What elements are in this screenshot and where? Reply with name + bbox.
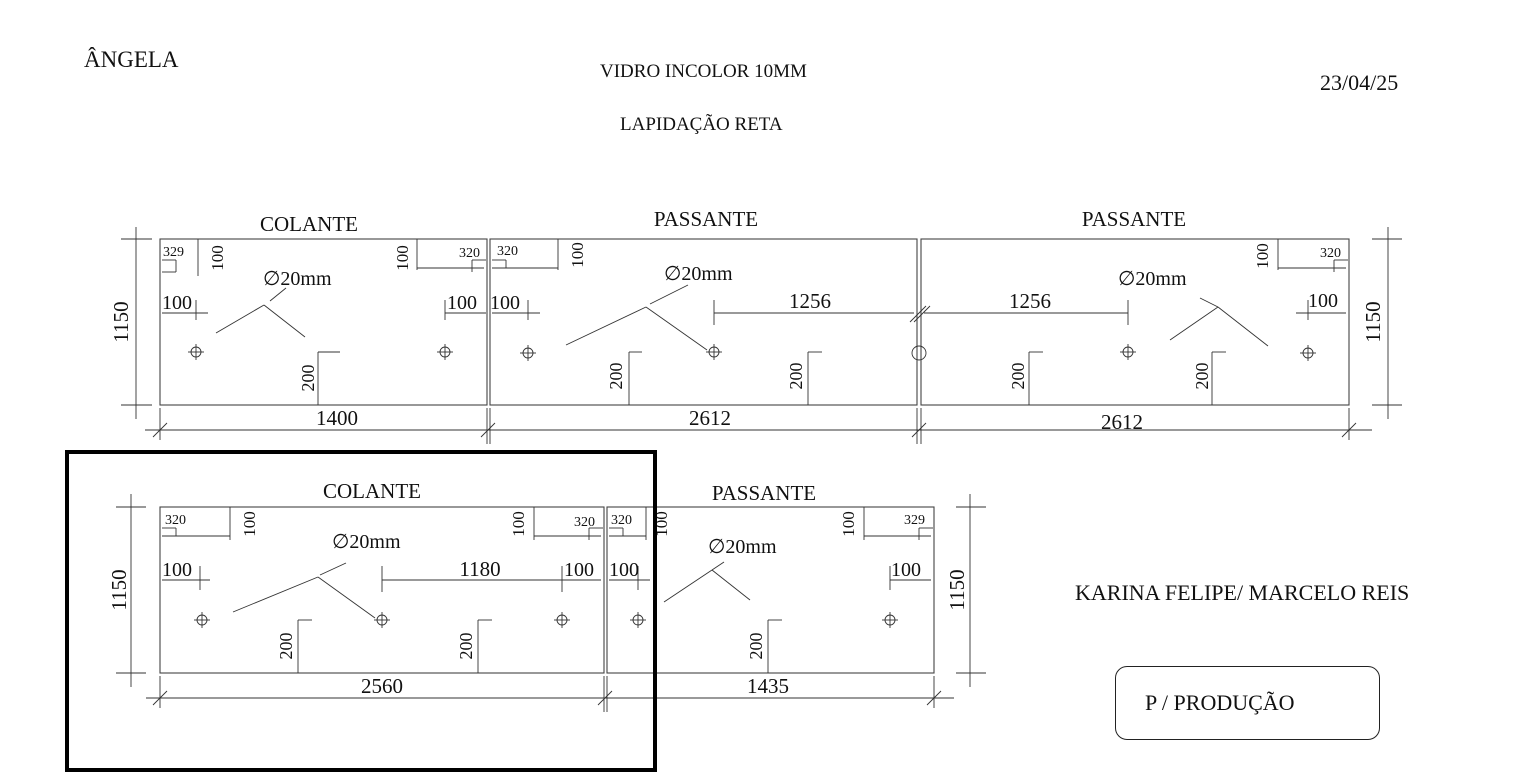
panel-5-height: 1150 [945, 569, 969, 610]
material-spec: VIDRO INCOLOR 10MM [600, 61, 807, 82]
panel-1-hole-v: 200 [298, 365, 318, 392]
panel-4-hole-diameter: ∅20mm [332, 531, 401, 553]
panel-2-edge-left: 100 [490, 292, 520, 314]
panel-5-corner-right: 329 [904, 513, 925, 528]
finish-spec: LAPIDAÇÃO RETA [620, 114, 783, 135]
panel-4-outline [159, 506, 605, 674]
panel-2-outline [489, 238, 918, 406]
panel-2-width: 2612 [689, 406, 731, 430]
panel-5-holes [630, 612, 898, 628]
panel-3-hole-diameter: ∅20mm [1118, 268, 1187, 290]
panel-1-corner-left: 329 [163, 245, 184, 260]
panel-5-corner-left: 320 [611, 513, 632, 528]
panel-1-outline [159, 238, 488, 406]
panel-3-hole-v-1: 200 [1008, 363, 1028, 390]
height-dim-left-bottom [116, 494, 146, 687]
client-name: ÂNGELA [84, 47, 179, 72]
drawing-date: 23/04/25 [1320, 70, 1399, 95]
panel-2-title: PASSANTE [654, 207, 758, 231]
panel-1-height: 1150 [109, 301, 133, 342]
panel-4-spacing: 1180 [459, 557, 500, 581]
production-stamp: P / PRODUÇÃO [1115, 666, 1380, 740]
joint-hole [909, 305, 931, 361]
width-dim-top [145, 408, 1372, 444]
panel-4-corner-left: 320 [165, 513, 186, 528]
panel-4-hole-v-1: 200 [276, 633, 296, 660]
panel-3-spacing: 1256 [1009, 289, 1051, 313]
panel-4-corner-v-left: 100 [240, 511, 259, 537]
panel-2-lines [492, 239, 914, 405]
panel-4-lines [162, 507, 603, 673]
panel-5-lines [609, 507, 933, 673]
panel-2-hole-v-2: 200 [786, 363, 806, 390]
panel-1-lines [162, 239, 486, 405]
panel-5-edge-right: 100 [891, 559, 921, 581]
panel-4-corner-right: 320 [574, 515, 595, 530]
panel-2-hole-v-1: 200 [606, 363, 626, 390]
panel-5-corner-v-right: 100 [839, 511, 858, 537]
panel-3-width: 2612 [1101, 410, 1143, 434]
panel-2-corner-left: 320 [497, 244, 518, 259]
panel-1-width: 1400 [316, 406, 358, 430]
panel-5-width: 1435 [747, 674, 789, 698]
panel-3-hole-v-2: 200 [1192, 363, 1212, 390]
panel-4-hole-v-2: 200 [456, 633, 476, 660]
panel-1-holes [188, 344, 453, 360]
height-dim-right-bottom [956, 494, 986, 687]
panel-4-edge-right: 100 [564, 559, 594, 581]
panel-4-edge-left: 100 [162, 559, 192, 581]
panel-1-corner-v-right: 100 [393, 245, 412, 271]
height-dim-right-top [1372, 227, 1402, 419]
panel-3-corner-v: 100 [1253, 243, 1272, 269]
panel-3-lines [924, 239, 1348, 405]
highlight-frame [65, 450, 657, 772]
panel-5-hole-diameter: ∅20mm [708, 536, 777, 558]
panel-2-spacing: 1256 [789, 289, 831, 313]
production-stamp-label: P / PRODUÇÃO [1145, 690, 1295, 715]
panel-3-height: 1150 [1361, 301, 1385, 342]
panel-3-holes [1120, 344, 1316, 361]
panel-2-hole-diameter: ∅20mm [664, 263, 733, 285]
panel-5-edge-left: 100 [609, 559, 639, 581]
panel-1-corner-right: 320 [459, 246, 480, 261]
panel-4-title: COLANTE [323, 479, 421, 503]
panel-4-width: 2560 [361, 674, 403, 698]
panel-5-outline [606, 506, 935, 674]
panel-5-hole-v: 200 [746, 633, 766, 660]
panel-4-holes [194, 612, 570, 628]
panel-5-title: PASSANTE [712, 481, 816, 505]
staff-names: KARINA FELIPE/ MARCELO REIS [1075, 580, 1410, 605]
panel-3-title: PASSANTE [1082, 207, 1186, 231]
panel-1-title: COLANTE [260, 212, 358, 236]
height-dim-left-top [121, 227, 152, 419]
width-dim-bottom [146, 676, 954, 712]
panel-2-holes [520, 344, 722, 361]
panel-2-corner-v: 100 [568, 242, 587, 268]
panel-4-height: 1150 [107, 569, 131, 610]
panel-3-edge-right: 100 [1308, 290, 1338, 312]
panel-3-outline [920, 238, 1350, 406]
panel-3-corner-right: 320 [1320, 246, 1341, 261]
panel-1-corner-v-left: 100 [208, 245, 227, 271]
panel-1-edge-right: 100 [447, 292, 477, 314]
panel-4-corner-v-right: 100 [509, 511, 528, 537]
panel-1-edge-left: 100 [162, 292, 192, 314]
panel-1-hole-diameter: ∅20mm [263, 268, 332, 290]
